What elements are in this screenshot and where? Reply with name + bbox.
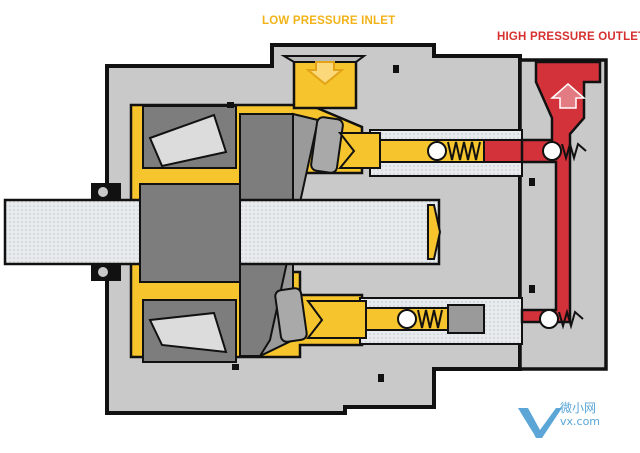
high-pressure-outlet-label: HIGH PRESSURE OUTLET xyxy=(497,31,640,43)
high-pressure-passage xyxy=(520,60,602,324)
lower-piston-head xyxy=(447,304,485,334)
upper-check-spring xyxy=(447,141,481,161)
inlet-arrow-icon xyxy=(305,61,345,86)
outlet-lower-check-ball xyxy=(539,309,559,329)
upper-piston-shoe xyxy=(310,116,344,174)
shaft-tip xyxy=(427,204,442,260)
upper-discharge-port xyxy=(483,139,525,163)
shaft-seal xyxy=(91,183,121,281)
o-rings xyxy=(227,65,535,382)
outlet-upper-check-ball xyxy=(542,141,562,161)
lower-check-spring xyxy=(417,309,443,329)
low-pressure-inlet-label: LOW PRESSURE INLET xyxy=(262,15,396,27)
watermark-name: 微小网 xyxy=(560,401,597,415)
outlet-arrow-icon xyxy=(550,83,586,109)
outlet-lower-spring xyxy=(558,308,584,330)
cylinder-hub xyxy=(139,183,241,283)
upper-bearing xyxy=(142,105,237,169)
outlet-upper-spring xyxy=(561,140,587,162)
watermark-text: 微小网 vx.com xyxy=(560,401,601,429)
lower-check-ball xyxy=(397,309,417,329)
watermark-logo-icon xyxy=(518,408,562,438)
upper-check-ball xyxy=(427,141,447,161)
lower-bearing xyxy=(142,299,237,363)
lower-piston xyxy=(305,300,367,339)
watermark-domain: vx.com xyxy=(560,415,601,428)
upper-piston xyxy=(337,132,381,169)
lower-piston-shoe xyxy=(274,287,308,343)
inlet-port-flange xyxy=(280,55,367,63)
